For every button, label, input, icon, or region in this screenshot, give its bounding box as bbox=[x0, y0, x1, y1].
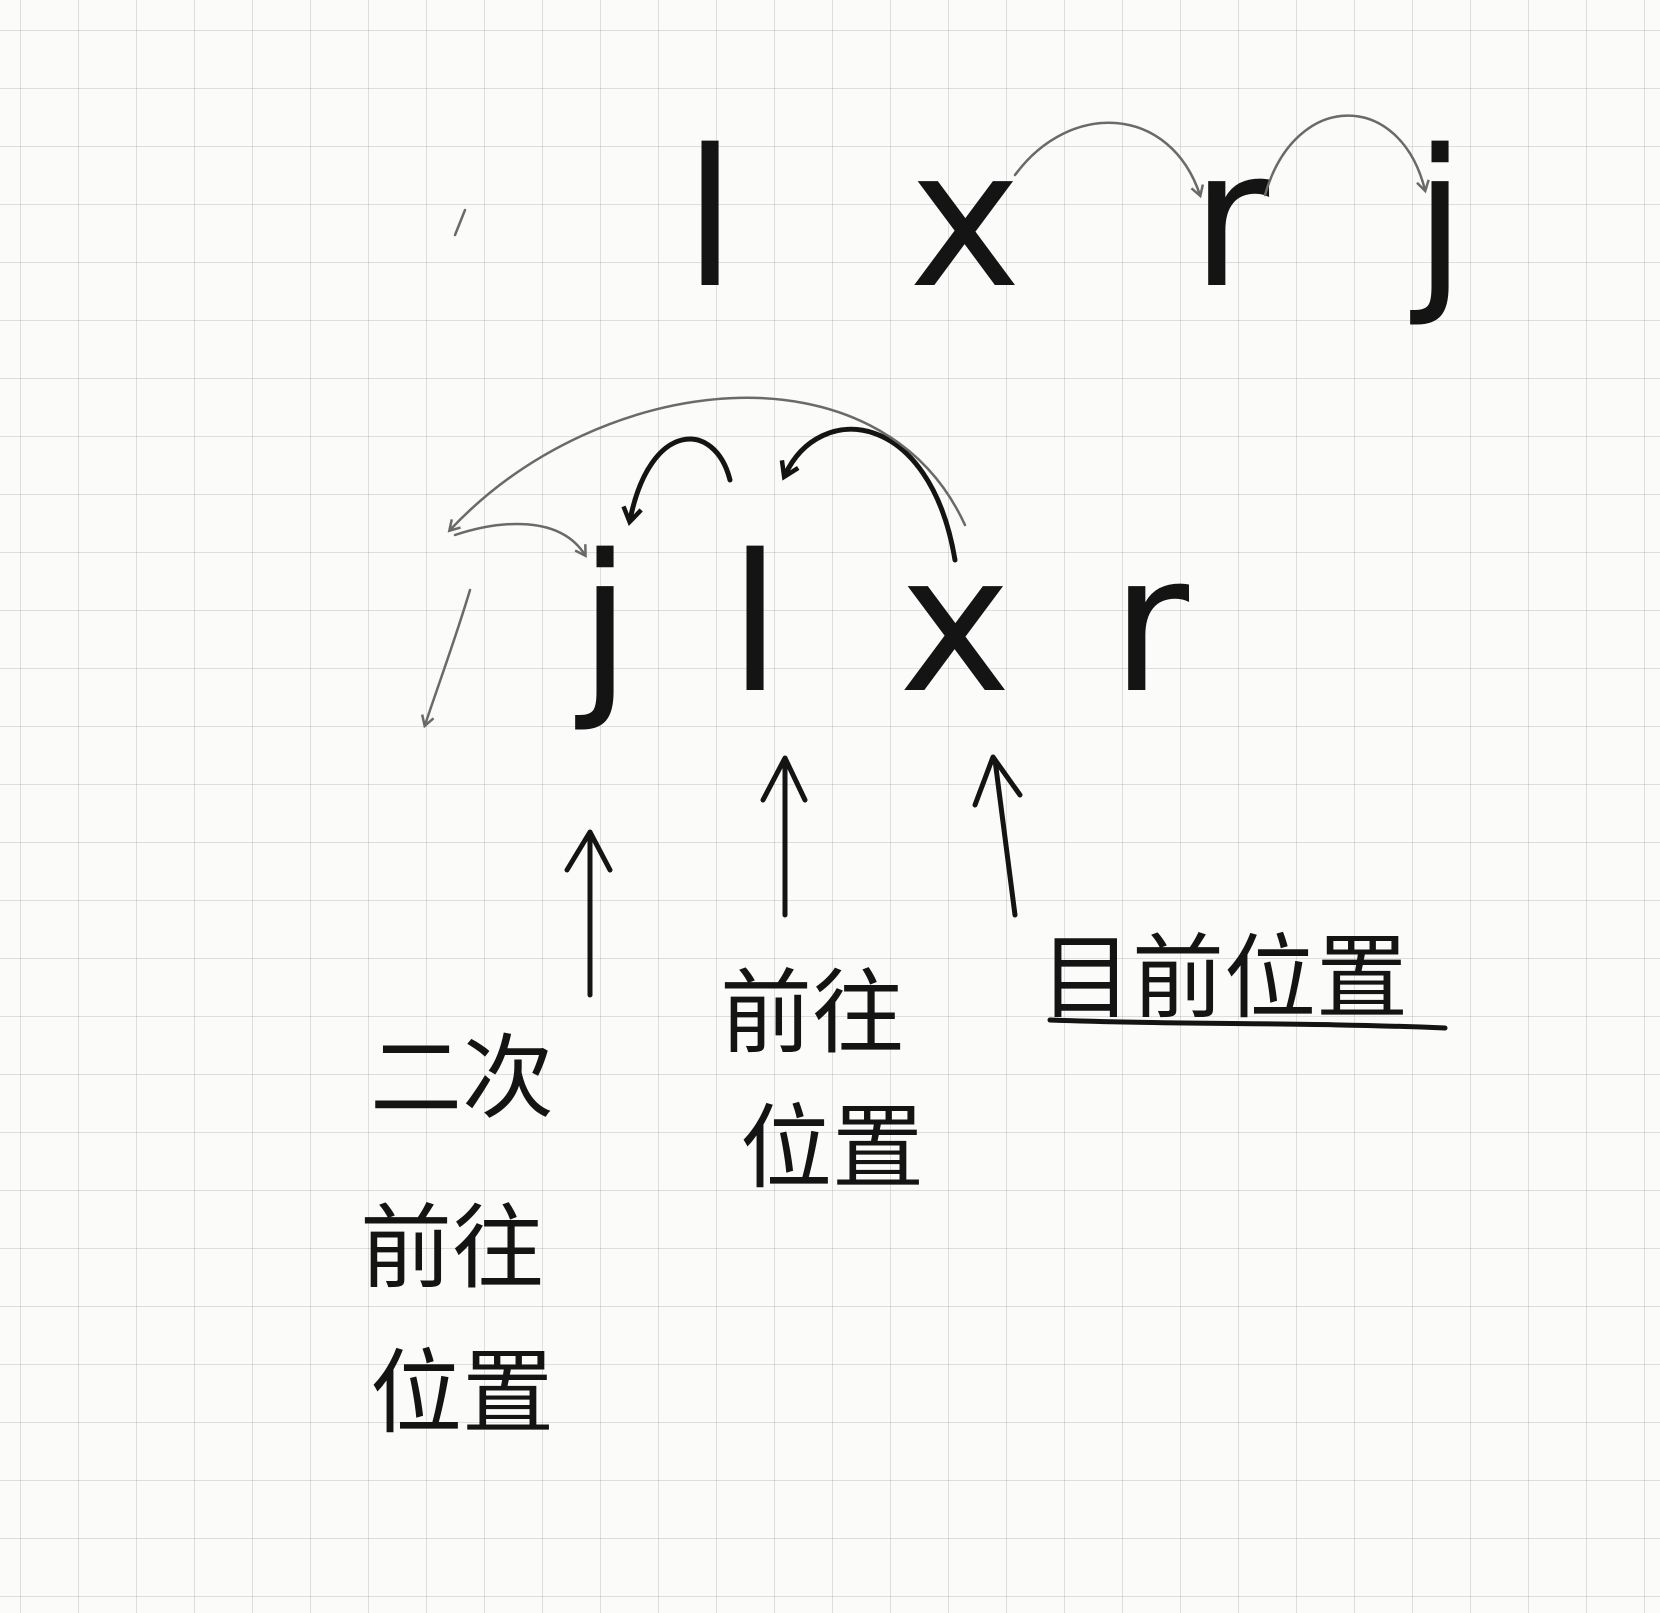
bottom-letter-r: r bbox=[1111, 514, 1190, 735]
bottom-row: j l x r bbox=[575, 514, 1190, 735]
bottom-letter-j: j bbox=[575, 514, 632, 735]
pointer-current bbox=[972, 754, 1023, 918]
top-letter-l: l bbox=[684, 109, 737, 330]
arc-large-back bbox=[450, 396, 967, 530]
label-second-line-2: 前往 bbox=[360, 1195, 544, 1302]
label-current-position: 目前位置 bbox=[1040, 925, 1408, 1032]
bottom-letter-l: l bbox=[729, 514, 782, 735]
pointer-move bbox=[760, 755, 808, 918]
label-second-line-3: 位置 bbox=[370, 1340, 554, 1447]
top-letter-x: x bbox=[909, 109, 1021, 330]
arc-small-to-j bbox=[453, 522, 585, 555]
arc-down-left bbox=[425, 588, 472, 725]
arc-r-to-j bbox=[1263, 114, 1425, 197]
stray-mark bbox=[453, 208, 467, 237]
pointer-second-move bbox=[564, 829, 613, 998]
top-row: l x r j bbox=[684, 109, 1467, 330]
label-move-line-2: 位置 bbox=[740, 1095, 924, 1202]
arc-l-to-j bbox=[621, 436, 733, 527]
top-letter-j: j bbox=[1410, 109, 1467, 330]
current-underline bbox=[1047, 1017, 1448, 1031]
arc-x-to-l bbox=[779, 426, 958, 563]
label-second-line-1: 二次 bbox=[370, 1025, 554, 1132]
top-letter-r: r bbox=[1191, 109, 1270, 330]
label-move-line-1: 前往 bbox=[720, 960, 904, 1067]
arc-x-to-r bbox=[1013, 121, 1200, 195]
